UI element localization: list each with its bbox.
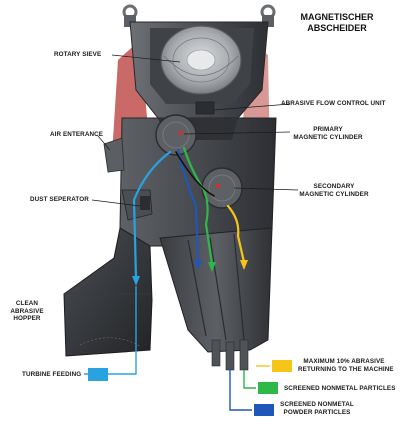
air-entrance-duct [103,137,125,173]
label-dust-separator-text: DUST SEPERATOR [30,196,89,203]
label-abrasive-flow-control-unit: ABRASIVE FLOW CONTROL UNIT [281,100,386,108]
label-secondary-line-2: MAGNETIC CYLINDER [299,190,369,198]
label-turbine-feeding: TURBINE FEEDING [22,371,81,379]
title-line-2: ABSCHEIDER [307,23,367,33]
legend-green-line-1: SCREENED NONMETAL PARTICLES [284,385,396,392]
turbine-feeding-swatch [88,368,108,381]
flow-cyan [132,150,172,280]
legend-swatch-green [258,382,278,394]
label-turbine-feeding-text: TURBINE FEEDING [22,371,82,378]
label-clean-abrasive-hopper: CLEAN ABRASIVE HOPPER [10,300,44,323]
label-primary-line-1: PRIMARY [313,126,343,133]
primary-magnetic-cylinder [155,114,197,156]
flow-arrowheads [132,260,248,286]
flow-lines [132,146,246,280]
discharge-chutes [159,227,273,371]
label-air-entrance-text: AIR ENTERANCE [50,131,104,138]
label-air-entrance: AIR ENTERANCE [50,131,103,139]
legend-navy-line-2: POWDER PARTICLES [283,408,351,416]
label-secondary-line-1: SECONDARY [313,183,355,190]
legend-yellow-line-1: MAXIMUM 10% ABRASIVE [303,358,385,365]
label-hopper-line-2: ABRASIVE [10,307,44,315]
legend-swatch-navy [254,404,274,416]
label-primary-line-2: MAGNETIC CYLINDER [293,133,363,141]
legend-label-navy: SCREENED NONMETAL POWDER PARTICLES [280,401,354,416]
diagram-title: MAGNETISCHER ABSCHEIDER [292,12,382,34]
legend-navy-line-1: SCREENED NONMETAL [280,401,354,408]
label-abrasive-flow-control-unit-text: ABRASIVE FLOW CONTROL UNIT [281,100,386,107]
label-dust-separator: DUST SEPERATOR [30,196,89,204]
clean-abrasive-hopper [63,227,153,357]
upper-silo [129,21,269,119]
label-hopper-line-3: HOPPER [13,315,41,323]
label-rotary-sieve: ROTARY SIEVE [54,51,101,59]
flow-yellow [226,204,246,264]
flow-navy [176,148,200,264]
legend-label-green: SCREENED NONMETAL PARTICLES [284,385,396,393]
title-line-1: MAGNETISCHER [300,12,374,22]
legend-label-yellow: MAXIMUM 10% ABRASIVE RETURNING TO THE MA… [298,358,394,373]
legend-swatch-yellow [272,360,292,372]
leader-lines [91,54,299,207]
flow-green [182,146,214,266]
label-hopper-line-1: CLEAN [15,300,39,307]
label-secondary-magnetic-cylinder: SECONDARY MAGNETIC CYLINDER [292,183,376,198]
label-rotary-sieve-text: ROTARY SIEVE [54,51,102,58]
legend-yellow-line-2: RETURNING TO THE MACHINE [298,365,394,373]
label-primary-magnetic-cylinder: PRIMARY MAGNETIC CYLINDER [286,126,370,141]
